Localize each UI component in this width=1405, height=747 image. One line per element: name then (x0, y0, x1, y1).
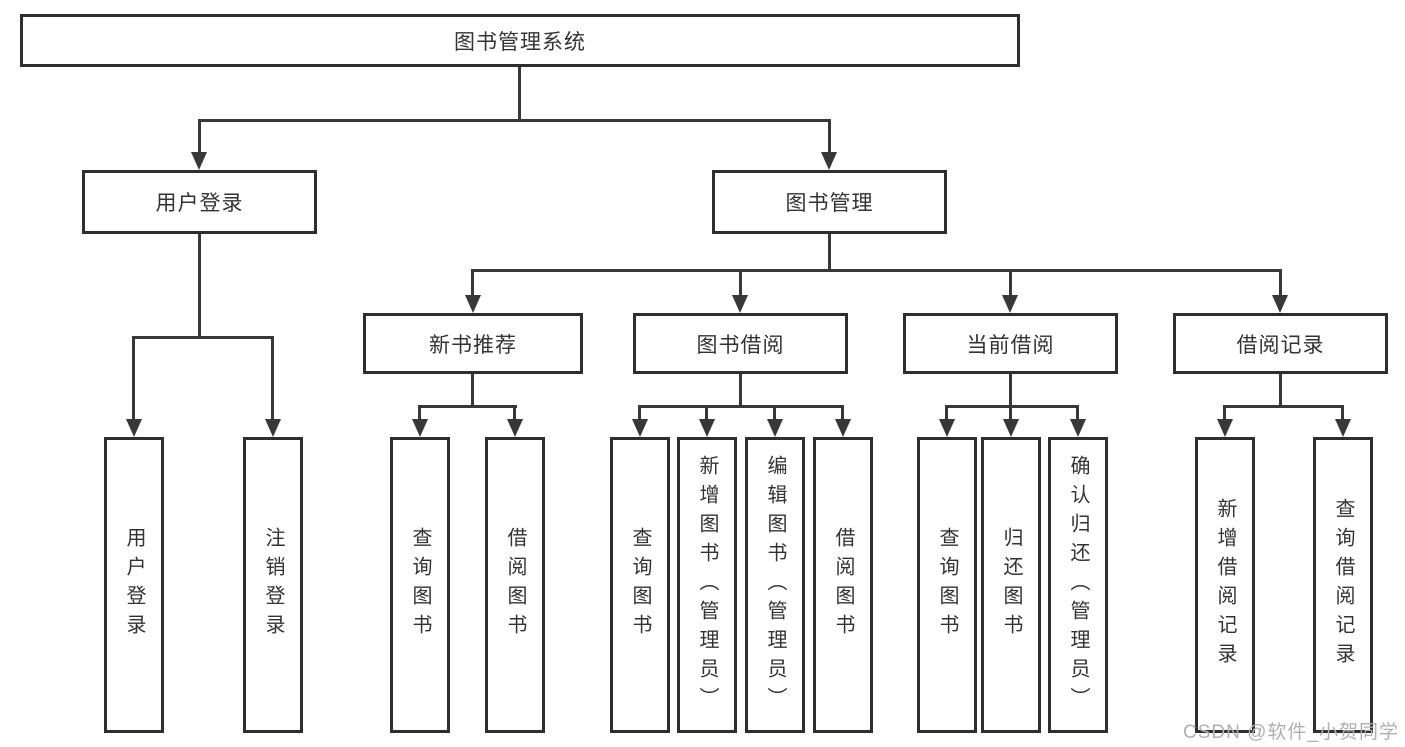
connector-current-bar (945, 405, 1079, 408)
arrow-down-icon (265, 419, 281, 437)
node-label: 当前借阅 (966, 333, 1055, 357)
arrow-down-icon (507, 419, 523, 437)
connector-recommend-bar (418, 405, 517, 408)
connector-to-records (1279, 269, 1282, 299)
arrow-down-icon (821, 152, 837, 170)
connector-root-to-user-login (198, 119, 201, 156)
connector-userlogin-stem (198, 233, 201, 338)
leaf-current-confirm-return-admin: 确认归还（管理员） (1048, 437, 1108, 733)
leaf-label: 查询图书 (629, 527, 651, 643)
node-label: 图书借阅 (696, 333, 785, 357)
leaf-label: 编辑图书（管理员） (764, 454, 786, 716)
connector-records-bar (1223, 405, 1344, 408)
arrow-down-icon (699, 419, 715, 437)
leaf-borrowing-add-book-admin: 新增图书（管理员） (677, 437, 737, 733)
leaf-label: 借阅图书 (504, 527, 526, 643)
leaf-label: 查询图书 (409, 527, 431, 643)
arrow-down-icon (835, 419, 851, 437)
arrow-down-icon (1335, 419, 1351, 437)
node-root-system: 图书管理系统 (20, 14, 1020, 67)
arrow-down-icon (1217, 419, 1233, 437)
connector-root-bar (198, 119, 831, 122)
connector-userlogin-leaf2 (271, 336, 274, 423)
leaf-records-add-record: 新增借阅记录 (1195, 437, 1255, 733)
arrow-down-icon (632, 419, 648, 437)
connector-stub (1076, 405, 1079, 423)
connector-stub (1009, 405, 1012, 423)
connector-stub (513, 405, 516, 423)
connector-userlogin-leaf1 (132, 336, 135, 423)
leaf-label: 借阅图书 (832, 527, 854, 643)
node-label: 图书管理 (785, 192, 874, 215)
connector-userlogin-bar (132, 336, 274, 339)
connector-stub (1341, 405, 1344, 423)
arrow-down-icon (126, 419, 142, 437)
leaf-label: 注销登录 (262, 527, 284, 643)
leaf-logout-login: 注销登录 (243, 437, 303, 733)
arrow-down-icon (191, 152, 207, 170)
connector-stub (773, 405, 776, 423)
arrow-down-icon (1272, 295, 1288, 313)
arrow-down-icon (465, 295, 481, 313)
node-label: 图书管理系统 (454, 30, 586, 54)
leaf-borrowing-edit-book-admin: 编辑图书（管理员） (745, 437, 805, 733)
connector-to-recommend (471, 269, 474, 299)
leaf-label: 归还图书 (1000, 527, 1022, 643)
connector-stub (1223, 405, 1226, 423)
arrow-down-icon (939, 419, 955, 437)
arrow-down-icon (1003, 419, 1019, 437)
leaf-borrowing-borrow-book: 借阅图书 (813, 437, 873, 733)
arrow-down-icon (767, 419, 783, 437)
leaf-current-return-book: 归还图书 (981, 437, 1041, 733)
connector-to-borrowing (739, 269, 742, 299)
arrow-down-icon (412, 419, 428, 437)
node-current-borrowing: 当前借阅 (903, 313, 1118, 374)
leaf-label: 查询借阅记录 (1332, 498, 1354, 672)
connector-current-stem (1009, 374, 1012, 408)
node-user-login: 用户登录 (82, 170, 317, 234)
node-label: 新书推荐 (429, 333, 517, 357)
connector-stub (418, 405, 421, 423)
connector-root-to-book-mgmt (828, 119, 831, 156)
arrow-down-icon (1070, 419, 1086, 437)
csdn-watermark: CSDN @软件_小贺同学 (1183, 722, 1399, 743)
node-label: 借阅记录 (1236, 333, 1325, 357)
connector-to-current (1009, 269, 1012, 299)
connector-stub (841, 405, 844, 423)
connector-bookmgmt-stem (828, 233, 831, 272)
connector-bookmgmt-bar (471, 269, 1281, 272)
leaf-records-query-record: 查询借阅记录 (1313, 437, 1373, 733)
leaf-label: 确认归还（管理员） (1067, 454, 1089, 716)
connector-stub (705, 405, 708, 423)
arrow-down-icon (1002, 295, 1018, 313)
leaf-label: 查询图书 (936, 527, 958, 643)
leaf-recommend-query-book: 查询图书 (390, 437, 450, 733)
node-new-book-recommend: 新书推荐 (363, 313, 583, 374)
node-label: 用户登录 (155, 192, 244, 215)
connector-borrowing-stem (739, 374, 742, 408)
leaf-user-login: 用户登录 (104, 437, 164, 733)
leaf-current-query-book: 查询图书 (917, 437, 977, 733)
connector-records-stem (1279, 374, 1282, 408)
leaf-recommend-borrow-book: 借阅图书 (485, 437, 545, 733)
connector-root-stem (518, 67, 521, 121)
arrow-down-icon (732, 295, 748, 313)
leaf-borrowing-query-book: 查询图书 (610, 437, 670, 733)
leaf-label: 用户登录 (123, 527, 145, 643)
connector-recommend-stem (471, 374, 474, 408)
connector-borrowing-bar (638, 405, 844, 408)
node-book-management: 图书管理 (712, 170, 947, 234)
connector-stub (638, 405, 641, 423)
node-book-borrowing: 图书借阅 (633, 313, 848, 374)
node-borrowing-records: 借阅记录 (1173, 313, 1388, 374)
leaf-label: 新增图书（管理员） (696, 454, 718, 716)
leaf-label: 新增借阅记录 (1214, 498, 1236, 672)
connector-stub (945, 405, 948, 423)
